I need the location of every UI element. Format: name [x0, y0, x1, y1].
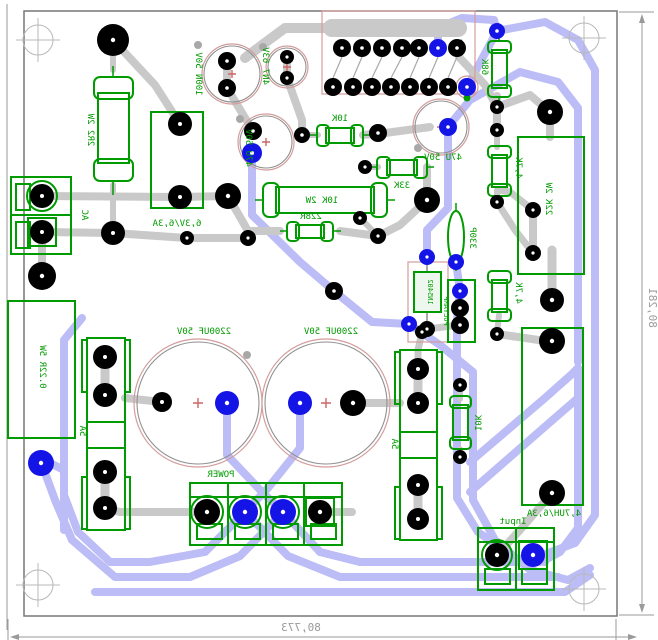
resistor-22k-2w-body — [517, 136, 585, 275]
label-10k-2w: 10K 2W — [305, 196, 338, 206]
pad-drill-dots — [38, 29, 555, 558]
label-choke-left: 6,3V/6,3A — [152, 219, 201, 229]
resistor-228r-body — [280, 221, 341, 242]
label-10k-top: 10K — [331, 114, 348, 124]
dimension-right-text: 80,281 — [646, 288, 658, 328]
label-228r: 228R — [300, 212, 322, 222]
label-2200uf-right: 2200UF 50V — [303, 327, 358, 337]
docu-outlines — [133, 10, 479, 468]
label-10k-right: 10K — [472, 414, 482, 431]
label-2200uf-left: 2200UF 50V — [176, 327, 231, 337]
ac-connector-body — [10, 176, 72, 255]
resistor-33k-body — [370, 156, 434, 179]
resistor-10k-2w-body — [255, 182, 395, 218]
label-fuse-left: 5A — [77, 425, 87, 436]
header-docu-outline — [321, 10, 476, 95]
crosshair-top-right — [562, 16, 606, 60]
silkscreen-labels: AC 2R2 2W 6,3V/6,3A 100N 50V 4N7 63V 47U… — [37, 46, 581, 527]
label-47u-left: 47U 50V — [243, 128, 253, 167]
label-330p: 330P — [467, 227, 477, 249]
board-outline — [23, 10, 618, 617]
label-fuse-right: 5A — [389, 438, 399, 449]
resistor-10k-top-body — [310, 124, 371, 147]
label-022r: 0.22R 5W — [37, 345, 47, 389]
label-100n: 100N 50V — [193, 52, 203, 96]
label-2r2: 2R2 2W — [85, 113, 95, 146]
cap-body-circles — [136, 45, 468, 465]
label-polyamp: POLYAMP — [442, 296, 450, 326]
mounting-crosshairs — [16, 16, 606, 611]
silkscreen-components — [7, 34, 585, 591]
label-47u-mid: 47U 50V — [423, 153, 462, 163]
label-choke-right: 4,7UH/6,3A — [526, 509, 581, 519]
fuse-right-body — [394, 349, 443, 541]
header-dot — [463, 94, 471, 102]
resistor-10k-right-body — [449, 395, 472, 450]
crosshair-bottom-left — [16, 563, 60, 607]
diode-body — [413, 262, 442, 330]
crosshair-top-left — [16, 18, 60, 62]
crosshair-bottom-right — [562, 567, 606, 611]
label-input: Input — [499, 517, 526, 527]
header-lead-lines — [332, 56, 458, 79]
power-connector-body — [189, 482, 343, 546]
label-22k-2w: 22K 2W — [543, 182, 553, 215]
resistor-022r-body — [7, 300, 76, 439]
dimension-bottom-text: 80,773 — [281, 621, 321, 634]
resistor-2r2-body — [93, 66, 134, 195]
polyamp-body — [447, 279, 476, 343]
label-68k: 68K — [479, 58, 489, 75]
fiducial-dots — [194, 41, 422, 359]
input-connector-body — [477, 527, 555, 591]
dimension-labels: 80,773 80,281 — [281, 288, 658, 634]
resistor-47k-lower-body — [487, 270, 512, 322]
fuse-left-body — [81, 337, 131, 531]
label-4n7: 4N7 63V — [260, 46, 270, 85]
label-47k-upper: 4,7K — [513, 157, 523, 179]
label-47k-lower: 4,7K — [513, 282, 523, 304]
label-ac: AC — [79, 210, 89, 221]
label-diode: 1N5402 — [426, 279, 434, 304]
label-33k: 33K — [393, 181, 410, 191]
label-power: POWER — [207, 470, 235, 480]
dimension-annotations — [7, 11, 654, 640]
